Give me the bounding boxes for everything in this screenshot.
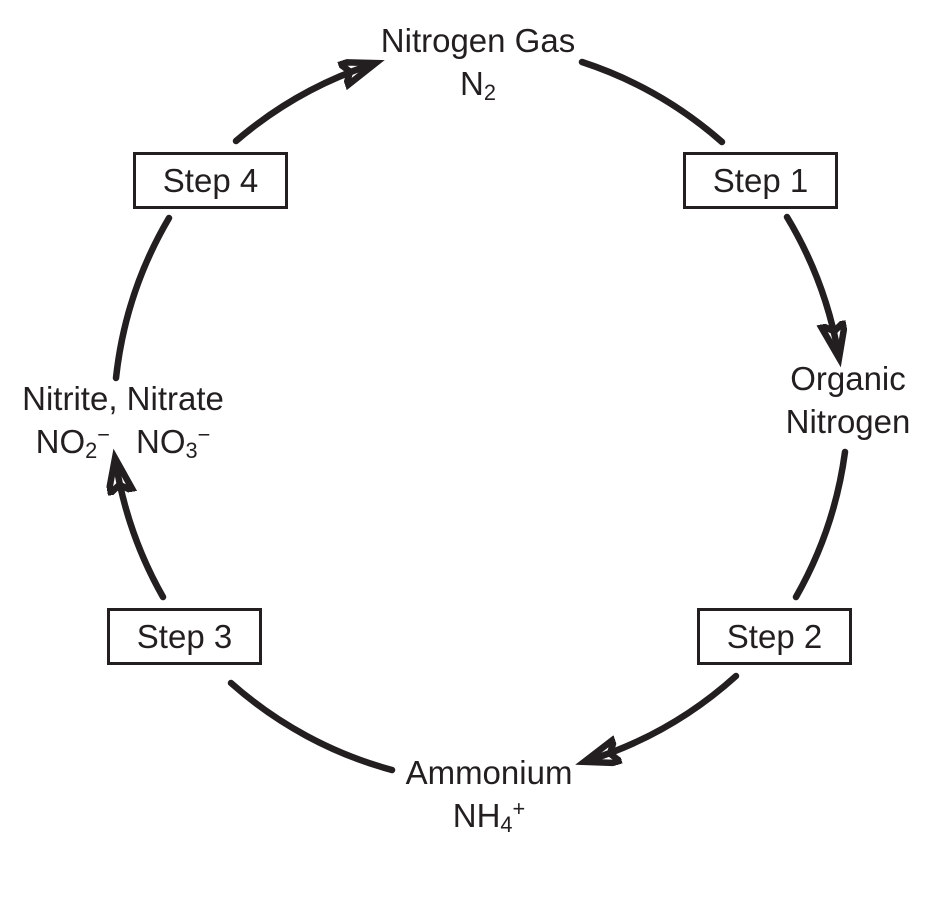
nitrite-formula: NO2− — [35, 422, 110, 463]
step-2-box: Step 2 — [697, 608, 852, 665]
node-nitrite-nitrate: Nitrite, Nitrate NO2− NO3− — [22, 378, 224, 465]
nitrite-nitrate-name: Nitrite, Nitrate — [22, 380, 224, 417]
arc-nitrite-nitrate-to-step-4 — [112, 214, 173, 382]
step-3-box: Step 3 — [107, 608, 262, 665]
organic-nitrogen-line2: Nitrogen — [785, 402, 911, 440]
node-organic-nitrogen: Organic Nitrogen — [786, 358, 911, 444]
arc-organic-nitrogen-to-step-2 — [792, 448, 849, 601]
step-1-box: Step 1 — [683, 152, 838, 209]
arc-nitrogen-gas-to-step-1 — [578, 58, 726, 146]
step-3-label: Step 3 — [136, 617, 233, 655]
node-nitrogen-gas: Nitrogen Gas N2 — [381, 20, 575, 107]
arrow-step-3-to-nitrite-nitrate — [116, 464, 167, 601]
ammonium-formula: NH4+ — [452, 796, 526, 837]
nitrogen-gas-name: Nitrogen Gas — [380, 22, 576, 59]
arrow-step-2-to-ammonium — [590, 672, 740, 760]
node-ammonium: Ammonium NH4+ — [406, 752, 573, 839]
nitrite-nitrate-formulas: NO2− NO3− — [22, 421, 224, 465]
step-2-label: Step 2 — [726, 617, 823, 655]
step-4-box: Step 4 — [133, 152, 288, 209]
nitrate-formula: NO3− — [136, 422, 211, 463]
arc-ammonium-to-step-3 — [227, 679, 396, 774]
step-4-label: Step 4 — [162, 161, 259, 199]
arrow-step-4-to-nitrogen-gas — [232, 65, 370, 145]
step-1-label: Step 1 — [712, 161, 809, 199]
arrow-step-1-to-organic-nitrogen — [783, 213, 838, 352]
nitrogen-gas-formula: N2 — [460, 64, 496, 105]
ammonium-name: Ammonium — [405, 754, 573, 791]
organic-nitrogen-line1: Organic — [790, 360, 906, 397]
